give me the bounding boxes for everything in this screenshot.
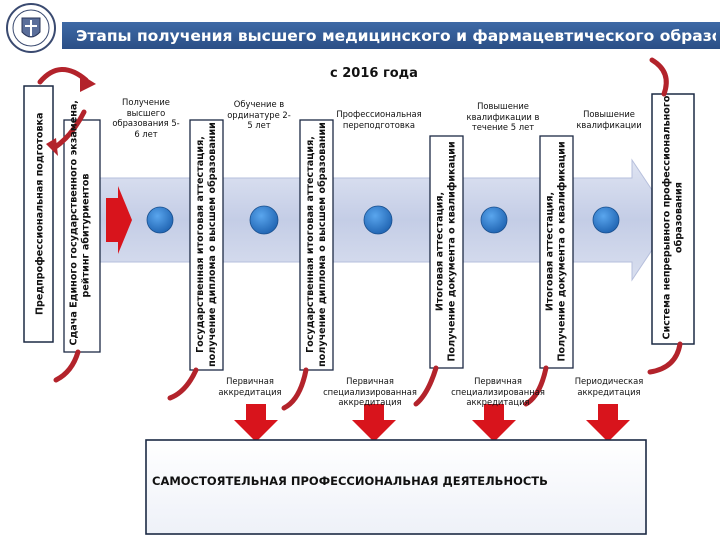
bracket-arrow (51, 109, 87, 151)
stage-higher-education-label: Получение высшего образования 5-6 лет (112, 97, 180, 139)
continuous-education-label: Система непрерывного профессионального о… (661, 95, 685, 340)
university-crest-icon (6, 3, 56, 53)
bracket-arrow (523, 365, 549, 407)
stage-qualification-label: Повышение квалификации (576, 109, 642, 130)
header-bar (62, 22, 720, 49)
arrow-head (46, 138, 58, 156)
primary-accreditation-label: Первичная аккредитация (218, 376, 282, 397)
down-arrow (586, 404, 630, 442)
attestation-1-frame (189, 119, 224, 371)
node-circle (480, 206, 508, 234)
node-circle (363, 205, 393, 235)
slide-header: Этапы получения высшего медицинского и ф… (0, 0, 720, 56)
bracket-arrow (413, 365, 439, 407)
down-arrow (472, 404, 516, 442)
stage-retraining-label: Профессиональная переподготовка (336, 109, 422, 130)
arrow-head (80, 74, 96, 92)
bracket-arrow (167, 367, 199, 401)
stage-qualification-5y-label: Повышение квалификации в течение 5 лет (466, 101, 540, 132)
period-subtitle: с 2016 года (330, 66, 418, 81)
bracket-arrow (281, 367, 309, 411)
node-circle (592, 206, 620, 234)
bracket-arrow (649, 57, 669, 97)
pretraining-label: Предпрофессиональная подготовка (34, 112, 46, 316)
bracket-arrow (647, 341, 683, 375)
stage-residency-label: Обучение в ординатуре 2-5 лет (227, 99, 291, 130)
attestation-2-label: Государственная итоговая аттестация, пол… (305, 122, 328, 367)
down-arrow (234, 404, 278, 442)
bracket-arrow (53, 349, 81, 383)
attestation-4-frame (539, 135, 574, 369)
pretraining-frame (23, 85, 54, 343)
attestation-4-label: Итоговая аттестация, Получение документа… (544, 141, 568, 362)
specialized-accreditation-2-label: Первичная специализированная аккредитаци… (451, 376, 545, 407)
down-arrow (352, 404, 396, 442)
bracket-arrow (37, 67, 89, 85)
attestation-1-label: Государственная итоговая аттестация, пол… (195, 122, 218, 367)
node-circle (249, 205, 279, 235)
periodic-accreditation-label: Периодическая аккредитация (574, 376, 644, 397)
final-activity-label: САМОСТОЯТЕЛЬНАЯ ПРОФЕССИОНАЛЬНАЯ ДЕЯТЕЛЬ… (152, 474, 548, 488)
attestation-3-label: Итоговая аттестация, Получение документа… (434, 141, 458, 362)
entry-arrow (106, 186, 132, 254)
attestation-3-frame (429, 135, 464, 369)
specialized-accreditation-1-label: Первичная специализированная аккредитаци… (323, 376, 417, 407)
attestation-2-frame (299, 119, 334, 371)
ege-label: Сдача Единого государственного экзамена,… (68, 100, 92, 346)
continuous-education-frame (651, 93, 695, 345)
node-circle (146, 206, 174, 234)
final-activity-box (145, 439, 647, 535)
page-title: Этапы получения высшего медицинского и ф… (76, 27, 716, 45)
